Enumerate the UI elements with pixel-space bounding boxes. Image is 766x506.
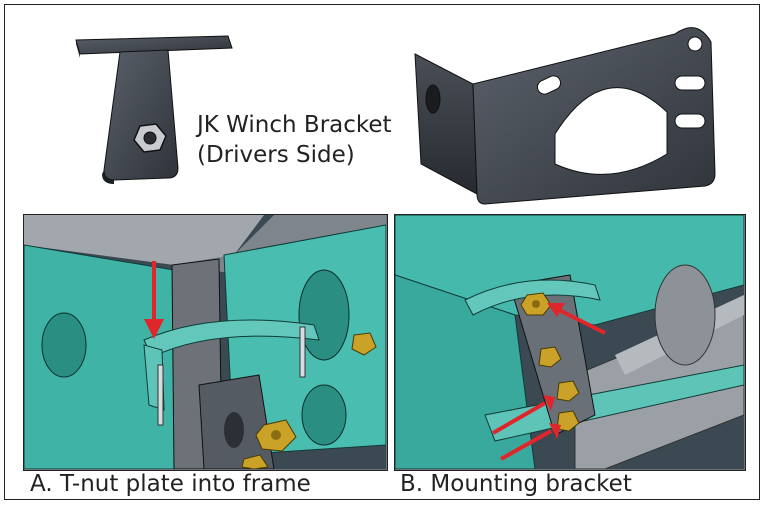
down-arrow-icon [144,261,164,339]
hex-nut-icon [133,123,167,153]
bracket-label-line2: (Drivers Side) [197,142,355,168]
bolt-icon [520,292,552,316]
arrow-icon [492,395,555,435]
photo-panel-b [394,214,746,471]
arrow-icon [547,303,606,335]
photo-panel-a [23,214,388,471]
caption-b: B. Mounting bracket [400,471,632,497]
arrow-icon [500,423,561,461]
bracket-label-line1: JK Winch Bracket [197,112,392,138]
mounting-bracket-drawing [405,14,745,209]
bracket-label: JK Winch Bracket (Drivers Side) [197,110,392,170]
caption-a: A. T-nut plate into frame [30,471,311,497]
t-nut-plate-drawing [68,28,248,198]
bolt-icon [255,419,297,452]
